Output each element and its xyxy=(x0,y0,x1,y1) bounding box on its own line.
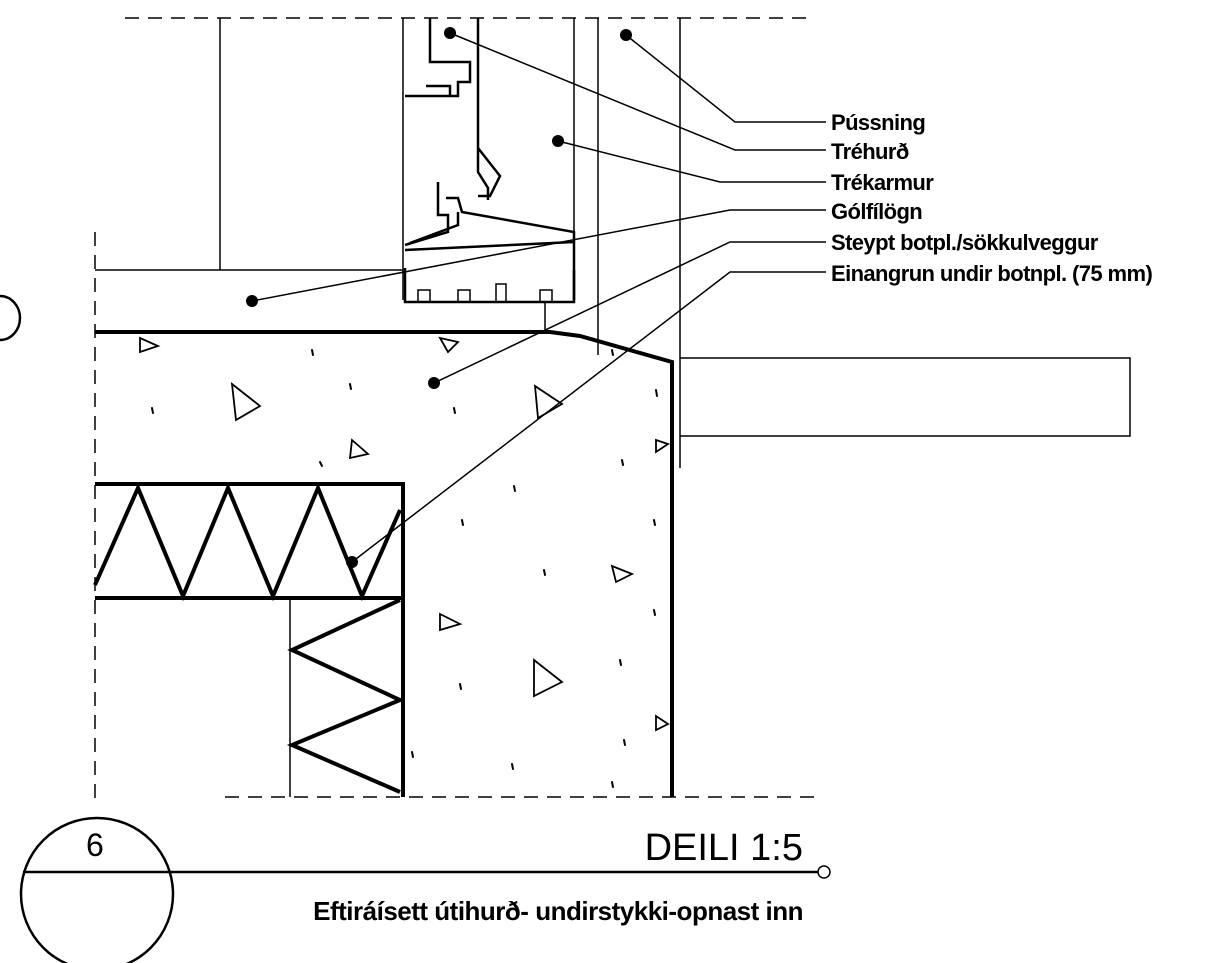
edge-reference-circle xyxy=(0,294,22,342)
leader-lines xyxy=(246,27,826,568)
callout-steypt: Steypt botpl./sökkulveggur xyxy=(831,230,1099,255)
detail-title: DEILI 1:5 xyxy=(645,827,803,869)
concrete-specks xyxy=(151,349,658,788)
concrete-aggregate xyxy=(139,336,671,732)
callout-trekarmur: Trékarmur xyxy=(831,170,934,195)
insulation-block xyxy=(93,482,405,797)
callout-labels: Pússning Tréhurð Trékarmur Gólfílögn Ste… xyxy=(831,110,1153,286)
exterior-element xyxy=(680,357,1131,437)
callout-pussning: Pússning xyxy=(831,110,925,135)
detail-subtitle: Eftiráísett útihurð- undirstykki-opnast … xyxy=(313,896,803,926)
floor-slab xyxy=(95,269,674,797)
callout-trehurd: Tréhurð xyxy=(831,139,909,164)
detail-number: 6 xyxy=(86,827,104,863)
door-profile xyxy=(404,18,576,300)
title-block: 6 DEILI 1:5 Eftiráísett útihurð- undirst… xyxy=(19,816,831,963)
break-lines xyxy=(94,17,815,800)
callout-golfilogn: Gólfílögn xyxy=(831,199,922,224)
threshold-profile xyxy=(403,268,576,330)
callout-einangrun: Einangrun undir botnpl. (75 mm) xyxy=(831,261,1152,286)
